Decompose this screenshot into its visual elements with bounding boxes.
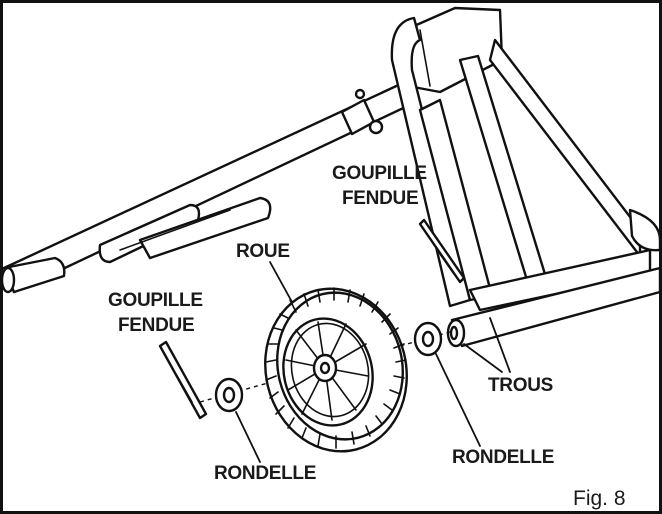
leader-rondelle-right (435, 353, 481, 447)
label-rondelle-right: RONDELLE (452, 447, 554, 468)
label-goupille-left-1: GOUPILLE (108, 290, 203, 311)
washer-right (413, 321, 443, 357)
crossbar-tube (138, 196, 272, 260)
cotter-pin-right (418, 218, 466, 284)
handle-end-cap (0, 266, 16, 294)
label-goupille-right-1: GOUPILLE (332, 163, 427, 184)
axle-bore (449, 325, 459, 341)
handle-grip (2, 256, 66, 294)
wheel (264, 287, 408, 453)
leader-lines (235, 261, 511, 463)
label-trous: TROUS (488, 375, 553, 396)
leader-roue (269, 261, 293, 303)
cart-frame (0, 6, 662, 312)
vertical-tube (390, 16, 472, 308)
bolt-head (354, 88, 366, 100)
wheel-hub-bore (319, 361, 331, 375)
leader-trous-1 (463, 343, 503, 373)
top-bracket (403, 6, 504, 94)
axle (446, 266, 662, 348)
label-goupille-left-2: FENDUE (118, 315, 194, 336)
bolt-nut (368, 119, 384, 135)
washer-left (214, 377, 244, 413)
leader-trous-2 (489, 317, 511, 373)
wheel-tread (265, 287, 407, 449)
cotter-pin-left (158, 340, 208, 420)
figure-caption: Fig. 8 (573, 487, 626, 510)
label-roue: ROUE (236, 241, 290, 262)
right-wheel-hint (628, 208, 662, 252)
leader-rondelle-left (235, 411, 261, 463)
label-rondelle-left: RONDELLE (214, 463, 316, 484)
label-goupille-right-2: FENDUE (342, 188, 418, 209)
